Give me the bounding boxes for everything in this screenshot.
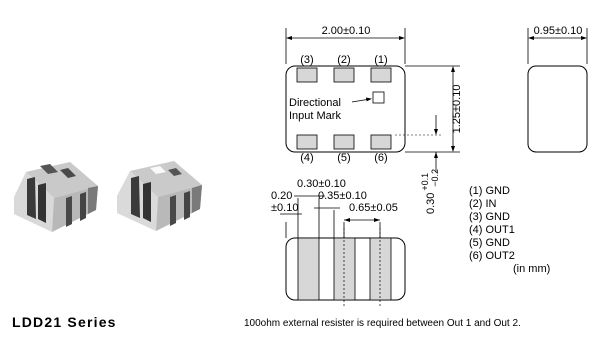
pin-number-4: (4) [300, 152, 313, 164]
edge-dimension: 0.20 [271, 190, 292, 202]
pin-number-5: (5) [337, 152, 350, 164]
pad-3 [296, 67, 318, 83]
pin-number-6: (6) [374, 152, 387, 164]
pad-6 [370, 134, 392, 150]
top-view-body [285, 65, 406, 153]
directional-mark [372, 91, 385, 104]
pin-number-1: (1) [374, 54, 387, 66]
component-photo-left [14, 162, 98, 232]
bottom-terminal-1 [297, 237, 320, 301]
pin-legend-item: (2) IN [469, 198, 497, 210]
bottom-view: 0.20 ±0.10 0.30±0.10 0.35±0.10 0.65±0.05 [271, 178, 406, 306]
pin-number-3: (3) [300, 54, 313, 66]
pin-legend-item: (5) GND [469, 237, 510, 249]
pad-width-dimension: 0.30±0.10 [297, 178, 346, 190]
pitch-dimension: 0.65±0.05 [349, 202, 398, 214]
pin-legend: (1) GND (2) IN (3) GND (4) OUT1 (5) GND … [469, 185, 550, 275]
side-view: 0.95±0.10 [527, 25, 588, 153]
width-dimension: 2.00±0.10 [322, 25, 371, 37]
pad-2 [333, 67, 355, 83]
top-view: 2.00±0.10 (3) (2) (1) (4) (5) (6) Direct… [285, 25, 463, 214]
footnote: 100ohm external resister is required bet… [244, 318, 521, 329]
bottom-terminal-3 [369, 237, 392, 301]
units-note: (in mm) [513, 263, 550, 275]
pin-number-2: (2) [337, 54, 350, 66]
directional-mark-label-2: Input Mark [289, 110, 341, 122]
pad-4 [296, 134, 318, 150]
pad-5 [333, 134, 355, 150]
edge-tolerance: ±0.10 [271, 202, 298, 214]
gap-dimension: 0.35±0.10 [318, 190, 367, 202]
pin-legend-item: (3) GND [469, 211, 510, 223]
series-label: LDD21 Series [12, 314, 117, 330]
directional-mark-label-1: Directional [289, 97, 341, 109]
height-dimension: 1.25±0.10 [451, 85, 463, 134]
standoff-dimension: 0.30+0.1−0.2 [420, 169, 440, 214]
pin-legend-item: (1) GND [469, 185, 510, 197]
component-photo-right [117, 161, 202, 231]
pin-legend-item: (6) OUT2 [469, 250, 515, 262]
pin-legend-item: (4) OUT1 [469, 224, 515, 236]
side-view-body [527, 65, 588, 153]
thickness-dimension: 0.95±0.10 [534, 25, 583, 37]
bottom-terminal-2 [333, 237, 356, 301]
pad-1 [370, 67, 392, 83]
